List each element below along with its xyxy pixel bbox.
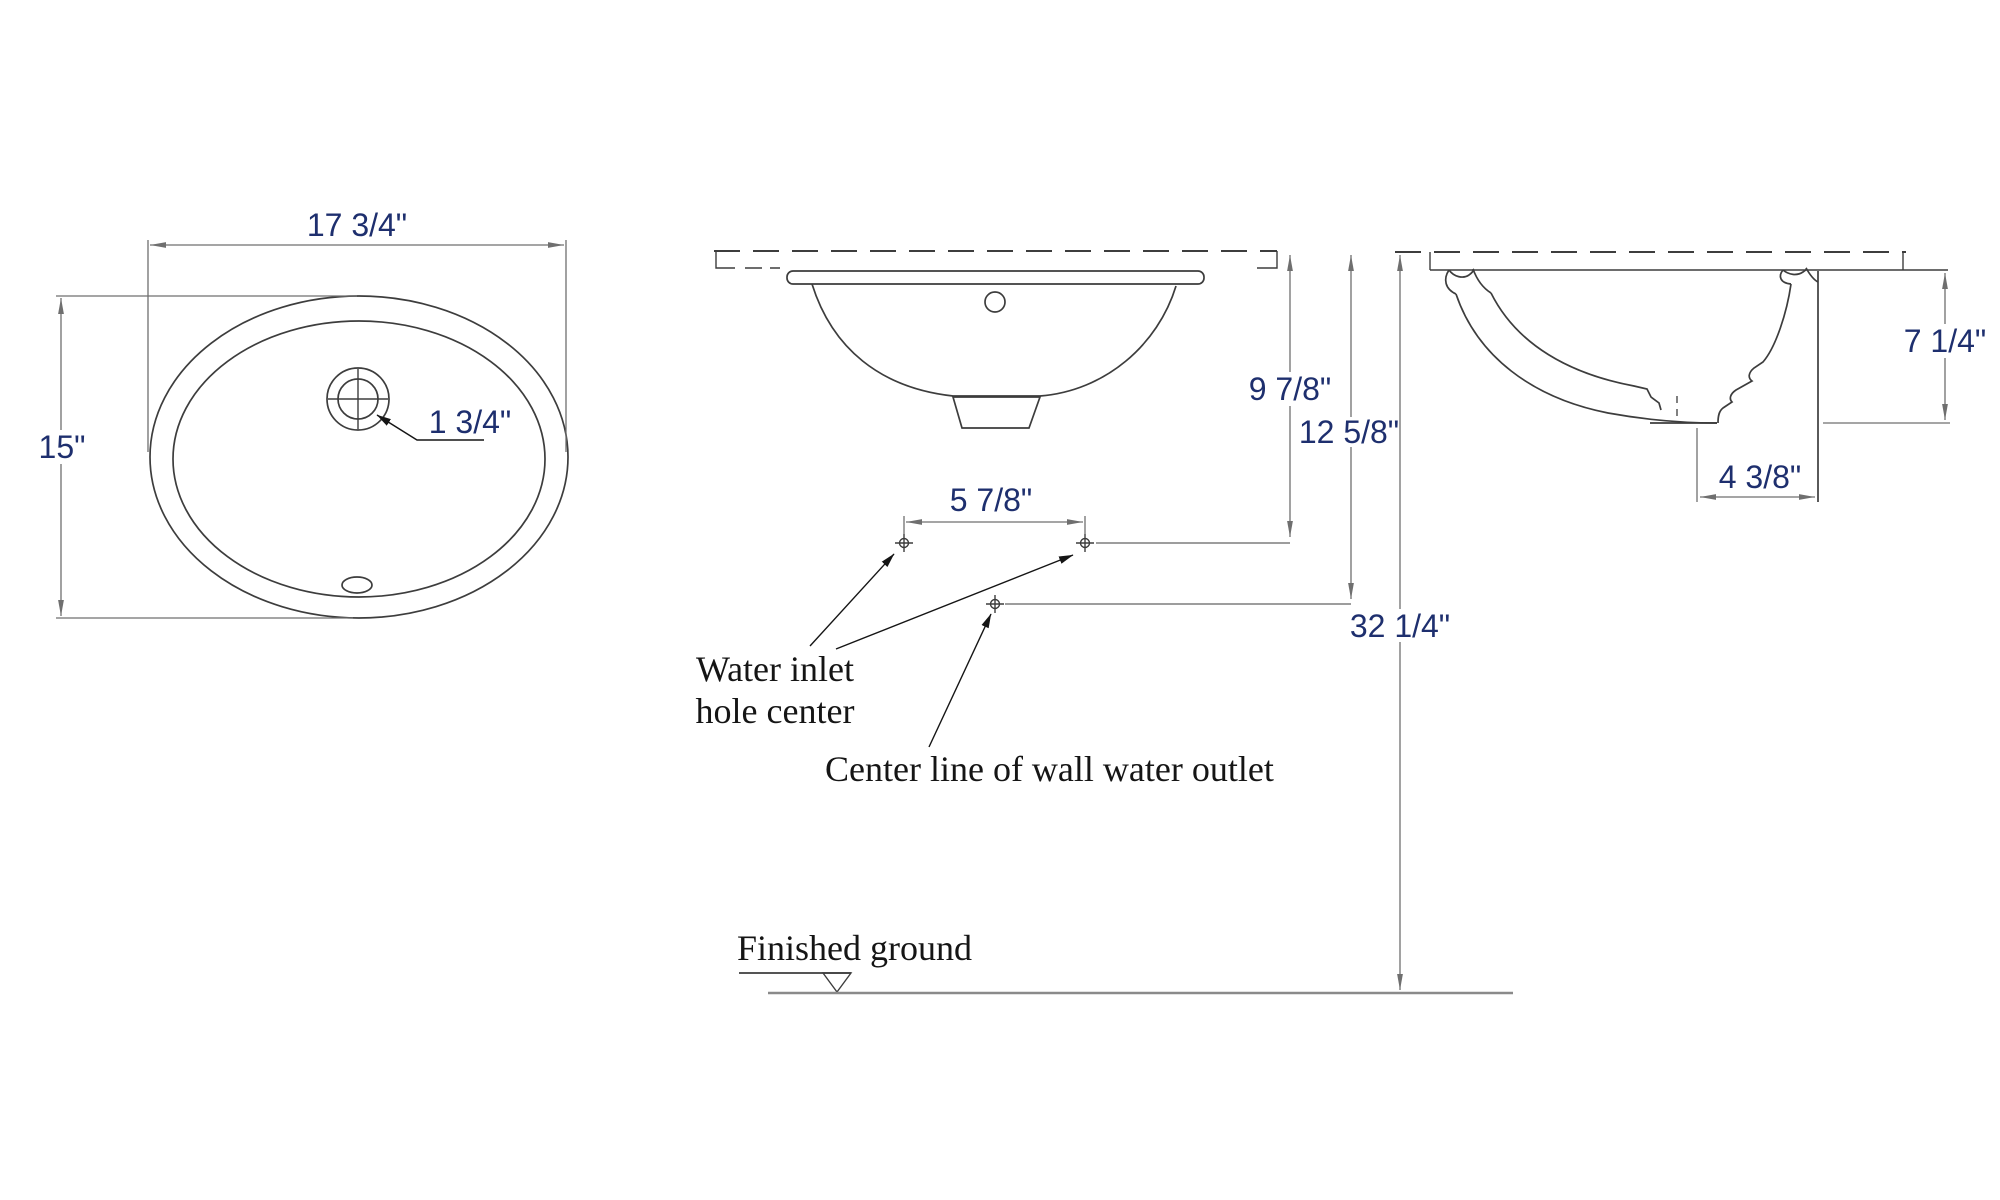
drain-fitting-front (951, 396, 1042, 429)
ground-to-rim-dimension-label: 32 1/4" (1350, 608, 1450, 644)
rim-to-inlet-dimension-label: 9 7/8" (1249, 371, 1332, 407)
bowl-inner-wall-side (1490, 292, 1662, 411)
rim-section-right-notch (1782, 267, 1808, 276)
outlet-centerline-label: Center line of wall water outlet (825, 749, 1274, 789)
rim-to-inlet-label-bg (1242, 372, 1338, 406)
depth-label-bg (36, 430, 88, 464)
rim-section-right-inner (1805, 267, 1819, 283)
width-dimension-label: 17 3/4" (307, 207, 407, 243)
rim-to-outlet-label-bg (1301, 417, 1396, 447)
finished-ground-label: Finished ground (737, 928, 972, 968)
water-inlet-leader-left (809, 553, 895, 647)
ground-to-rim-label-bg (1349, 609, 1453, 642)
bowl-depth-dimension-label: 7 1/4" (1904, 323, 1987, 359)
countertop-left-end (715, 250, 735, 269)
rim-section-right-outer (1779, 269, 1792, 285)
rim-to-outlet-dimension-label: 12 5/8" (1299, 414, 1399, 450)
drain-dimension-label: 1 3/4" (429, 404, 512, 440)
rim-section-left-outer (1444, 269, 1457, 295)
side-section-view (1395, 250, 1950, 502)
bowl-outer-wall-side (1455, 293, 1718, 424)
water-inlet-marker-left (895, 534, 913, 552)
countertop-right-end (1257, 251, 1278, 269)
overflow-hole (341, 576, 373, 594)
drain-leader-line (376, 414, 484, 441)
water-inlet-leader-right (835, 554, 1074, 650)
back-wall-section (1717, 283, 1792, 424)
wall-outlet-marker (986, 595, 1004, 613)
dimension-labels: 17 3/4" 15" 1 3/4" 5 7/8" 9 7/8" 12 5/8"… (36, 207, 1989, 644)
outlet-leader (928, 613, 992, 748)
water-inlet-marker-right (1076, 534, 1094, 552)
overflow-hole-front (984, 291, 1006, 313)
sink-rim-front (786, 270, 1205, 285)
drain-offset-dimension-label: 4 3/8" (1719, 459, 1802, 495)
top-view (56, 240, 569, 619)
ground-datum-symbol (821, 972, 853, 994)
bowl-outline-front (811, 283, 1177, 397)
rim-section-left-inner (1472, 268, 1492, 294)
inlet-spacing-dimension-label: 5 7/8" (950, 482, 1033, 518)
depth-dimension-label: 15" (39, 429, 86, 465)
water-inlet-label-line1: Water inlet (696, 649, 854, 689)
annotation-labels: Water inlet hole center Center line of w… (696, 649, 1274, 968)
drain-outer-circle (326, 367, 390, 431)
bowl-depth-label-bg (1899, 324, 1989, 358)
water-inlet-label-line2: hole center (696, 691, 855, 731)
sink-inner-bowl-oval (172, 320, 546, 598)
sink-outer-rim-oval (149, 295, 569, 619)
